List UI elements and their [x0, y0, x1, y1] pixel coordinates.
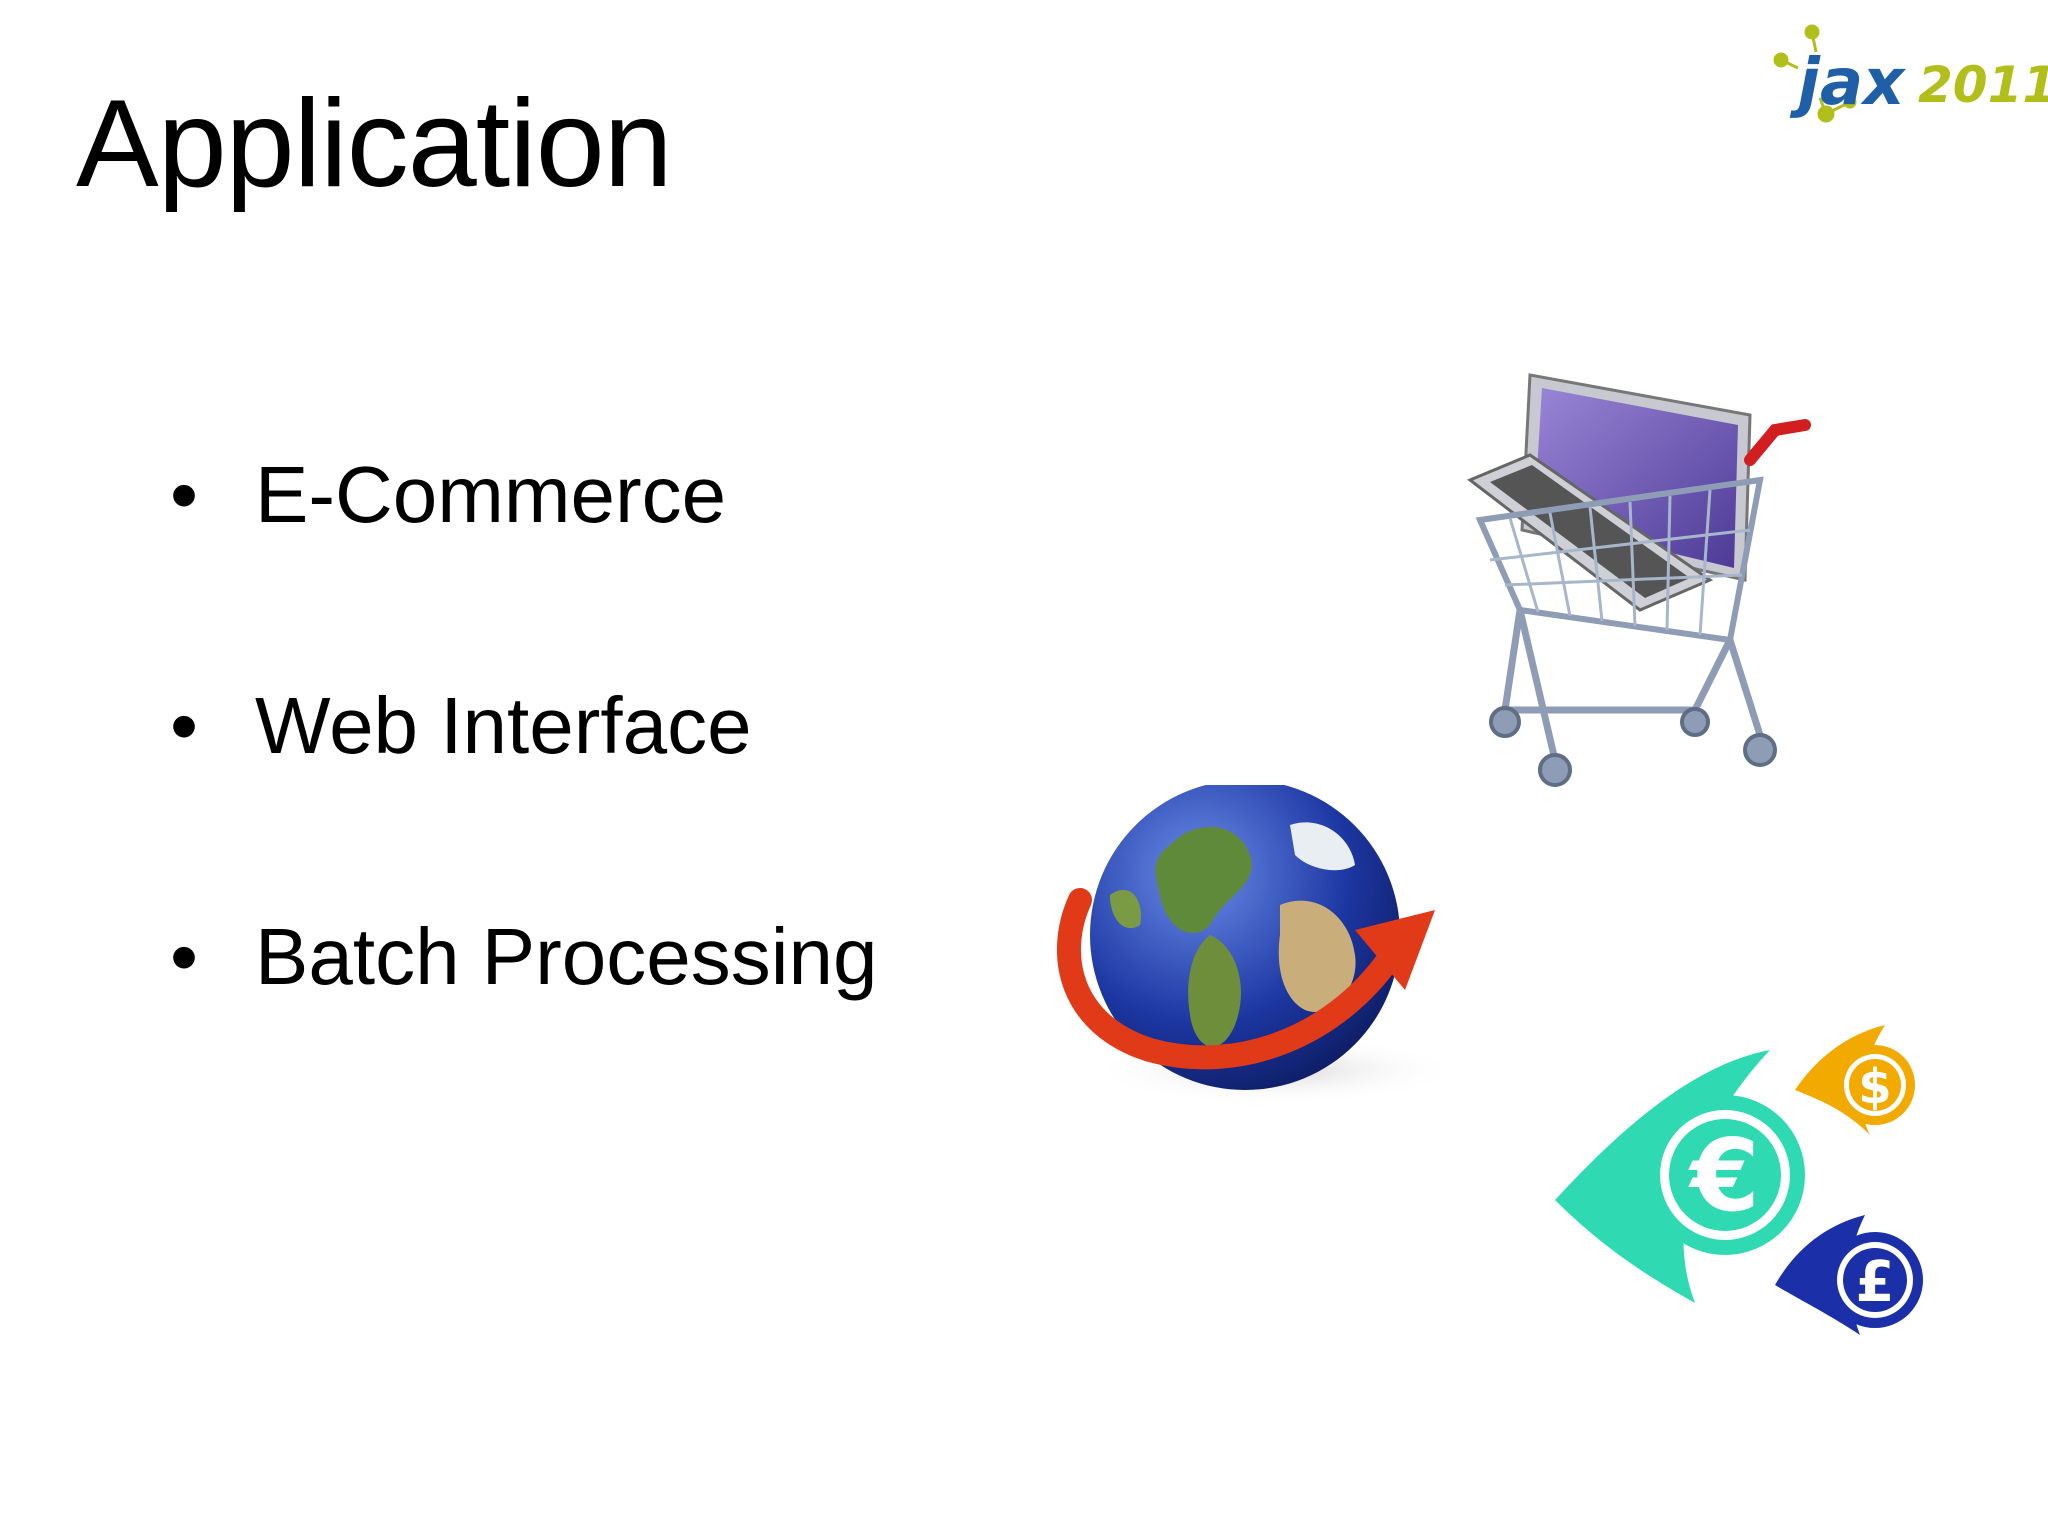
- jax-2011-logo: jax 2011: [1768, 22, 2048, 132]
- shopping-cart-with-laptop-icon: [1467, 373, 1811, 787]
- logo-network-icon: [1773, 24, 1857, 123]
- globe-with-arrow-icon: [1057, 785, 1460, 1105]
- bullet-marker: •: [170, 450, 199, 539]
- bullet-marker: •: [170, 912, 199, 1001]
- bullet-text-web-interface: Web Interface: [255, 681, 752, 770]
- logo-year: 2011: [1918, 56, 2048, 114]
- euro-symbol: €: [1688, 1117, 1760, 1234]
- bullet-text-batch-processing: Batch Processing: [255, 912, 878, 1001]
- currency-icons: € $ £: [1555, 1025, 1923, 1335]
- bullet-marker: •: [170, 681, 199, 770]
- pound-symbol: £: [1856, 1250, 1895, 1315]
- logo-name: jax: [1798, 46, 1905, 120]
- dollar-symbol: $: [1858, 1059, 1891, 1115]
- bullet-text-e-commerce: E-Commerce: [255, 450, 727, 539]
- slide-title: Application: [76, 75, 673, 213]
